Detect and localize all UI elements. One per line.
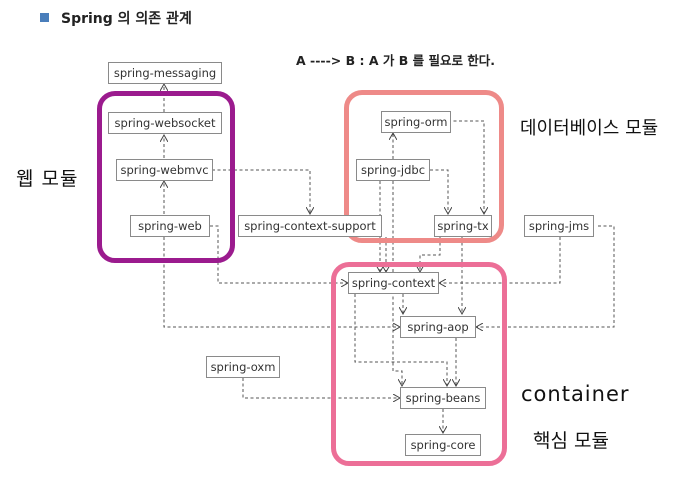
database-module-label: 데이터베이스 모듈: [520, 118, 659, 139]
module-spring-jms: spring-jms: [524, 215, 594, 237]
module-spring-beans: spring-beans: [400, 387, 486, 409]
arrow-legend: A ----> B : A 가 B 를 필요로 한다.: [296, 53, 496, 68]
module-spring-webmvc: spring-webmvc: [116, 159, 213, 181]
module-spring-web: spring-web: [130, 215, 210, 237]
arrow-context-to-beans: [354, 294, 447, 386]
arrow-web-to-aop: [163, 237, 400, 327]
arrow-jdbc-to-tx: [430, 169, 448, 214]
module-spring-orm: spring-orm: [381, 111, 451, 133]
module-spring-jdbc: spring-jdbc: [356, 159, 430, 181]
arrow-orm-to-tx: [448, 120, 484, 214]
page-heading: Spring 의 의존 관계: [40, 8, 192, 28]
bullet-square-icon: [40, 13, 49, 22]
module-spring-messaging: spring-messaging: [108, 62, 222, 84]
container-label: container: [521, 382, 630, 406]
container-module-group-box: [331, 262, 507, 466]
module-spring-context: spring-context: [348, 272, 439, 294]
arrow-jms-to-aop: [476, 225, 615, 327]
module-spring-websocket: spring-websocket: [108, 112, 222, 134]
module-spring-core: spring-core: [405, 434, 481, 456]
database-module-group-box: [344, 90, 504, 243]
module-spring-oxm: spring-oxm: [206, 356, 280, 378]
arrow-jms-to-context: [439, 237, 561, 283]
module-spring-aop: spring-aop: [400, 316, 476, 338]
core-module-label: 핵심 모듈: [533, 430, 609, 452]
module-spring-context-support: spring-context-support: [238, 215, 382, 237]
web-module-label: 웹 모듈: [16, 168, 79, 190]
arrow-webmvc-to-context-support: [212, 169, 310, 214]
arrow-oxm-to-beans: [242, 378, 400, 398]
page-heading-text: Spring 의 의존 관계: [61, 11, 192, 27]
module-spring-tx: spring-tx: [434, 215, 492, 237]
web-module-group-box: [97, 91, 235, 263]
